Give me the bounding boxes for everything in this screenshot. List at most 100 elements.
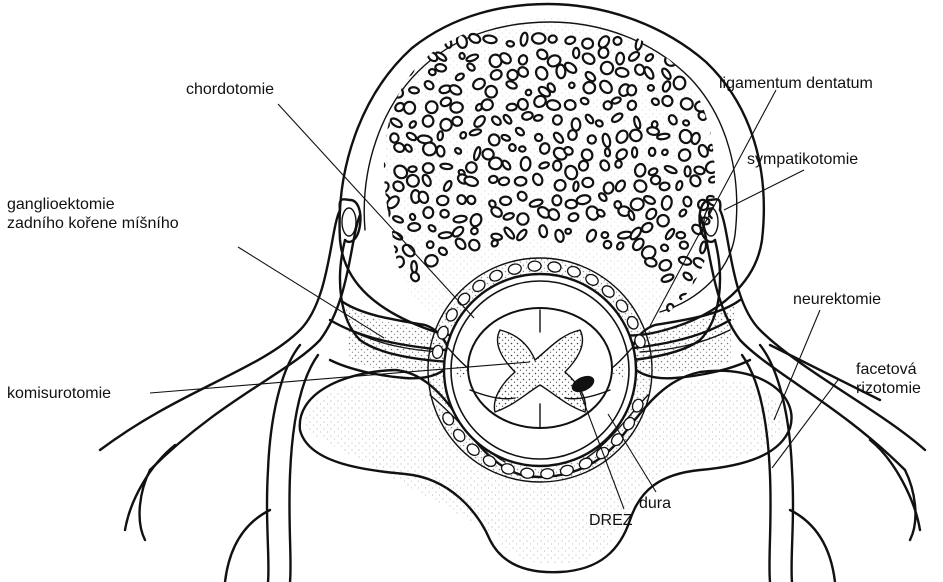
trabecular-pore — [552, 195, 561, 205]
trabecular-pore — [371, 229, 379, 238]
trabecular-pore — [394, 256, 405, 268]
trabecular-pore — [632, 147, 637, 157]
trabecular-pore — [376, 46, 387, 60]
trabecular-pore — [450, 102, 463, 113]
trabecular-pore — [587, 135, 596, 144]
trabecular-pore — [553, 160, 562, 170]
trabecular-pore — [370, 240, 381, 248]
trabecular-pore — [573, 48, 579, 58]
trabecular-pore — [564, 99, 577, 111]
label-facetova-rizotomie: facetová rizotomie — [856, 360, 921, 398]
trabecular-pore — [378, 297, 384, 303]
trabecular-pore — [656, 214, 670, 228]
trabecular-pore — [488, 157, 503, 171]
trabecular-pore — [422, 115, 434, 128]
trabecular-pore — [436, 145, 445, 157]
trabecular-pore — [498, 177, 509, 186]
trabecular-pore — [705, 88, 717, 97]
trabecular-pore — [568, 82, 575, 89]
trabecular-pore — [438, 232, 452, 239]
trabecular-pore — [699, 34, 706, 42]
trabecular-pore — [567, 129, 577, 140]
trabecular-pore — [571, 118, 580, 131]
trabecular-pore — [627, 85, 637, 96]
trabecular-pore — [404, 102, 415, 114]
trabecular-pore — [373, 69, 380, 78]
trabecular-pore — [409, 213, 416, 221]
trabecular-pore — [582, 178, 593, 188]
trabecular-pore — [532, 33, 546, 44]
trabecular-pore — [422, 141, 437, 156]
trabecular-pore — [370, 274, 384, 288]
trabecular-pore — [408, 223, 420, 231]
trabecular-pore — [435, 63, 447, 72]
trabecular-pore — [673, 76, 686, 90]
label-sympatikotomie: sympatikotomie — [747, 150, 858, 169]
trabecular-pore — [390, 133, 399, 143]
trabecular-pore — [425, 101, 438, 114]
trabecular-pore — [615, 160, 622, 168]
trabecular-pore — [659, 182, 670, 191]
trabecular-pore — [698, 72, 705, 80]
trabecular-pore — [506, 103, 517, 111]
leader-ganglioektomie — [238, 247, 384, 338]
trabecular-pore — [667, 304, 674, 312]
trabecular-pore — [439, 118, 452, 132]
trabecular-pore — [612, 36, 622, 46]
trabecular-pore — [440, 209, 450, 218]
trabecular-pore — [378, 161, 385, 168]
label-dura: dura — [639, 494, 671, 513]
trabecular-pore — [452, 116, 462, 126]
trabecular-pore — [423, 163, 434, 173]
trabecular-pore — [601, 232, 608, 239]
trabecular-pore — [676, 232, 685, 239]
trabecular-pore — [506, 40, 514, 47]
label-ganglioektomie-line2: zadního kořene míšního — [7, 214, 179, 233]
trabecular-pore — [459, 52, 466, 59]
fat-lobule — [540, 468, 554, 479]
label-ligamentum-dentatum: ligamentum dentatum — [719, 74, 873, 93]
trabecular-pore — [708, 144, 714, 151]
trabecular-pore — [408, 53, 420, 67]
trabecular-pore — [515, 177, 527, 186]
trabecular-pore — [500, 197, 511, 206]
trabecular-pore — [710, 126, 721, 137]
trabecular-pore — [390, 285, 407, 302]
trabecular-pore — [679, 241, 688, 249]
label-drez: DREZ — [589, 511, 633, 530]
trabecular-pore — [573, 181, 579, 191]
trabecular-pore — [534, 114, 543, 121]
trabecular-pore — [566, 200, 577, 209]
trabecular-pore — [705, 38, 717, 45]
trabecular-pore — [437, 195, 449, 205]
fat-lobule — [528, 261, 542, 272]
leader-neurektomie — [774, 310, 820, 420]
trabecular-pore — [453, 215, 467, 223]
trabecular-pore — [685, 63, 692, 72]
trabecular-pore — [616, 52, 625, 64]
trabecular-pore — [424, 39, 436, 46]
trabecular-pore — [598, 47, 609, 59]
trabecular-pore — [408, 166, 417, 172]
label-ganglioektomie: ganglioektomie zadního kořene míšního — [7, 195, 179, 233]
label-neurektomie: neurektomie — [793, 290, 881, 309]
trabecular-pore — [372, 262, 382, 271]
trabecular-pore — [393, 280, 403, 290]
trabecular-pore — [409, 87, 420, 94]
trabecular-pore — [680, 294, 692, 301]
trabecular-pore — [605, 148, 611, 157]
trabecular-pore — [377, 206, 391, 221]
trabecular-pore — [582, 38, 593, 49]
trabecular-pore — [423, 207, 433, 218]
trabecular-pore — [647, 84, 654, 91]
trabecular-pore — [437, 131, 443, 141]
label-facetova-line1: facetová — [856, 360, 921, 379]
trabecular-pore — [583, 82, 595, 94]
trabecular-pore — [440, 163, 452, 170]
label-chordotomie: chordotomie — [186, 80, 274, 99]
label-ganglioektomie-line1: ganglioektomie — [7, 195, 179, 214]
trabecular-pore — [548, 35, 558, 44]
trabecular-pore — [538, 225, 548, 238]
trabecular-pore — [685, 166, 691, 176]
